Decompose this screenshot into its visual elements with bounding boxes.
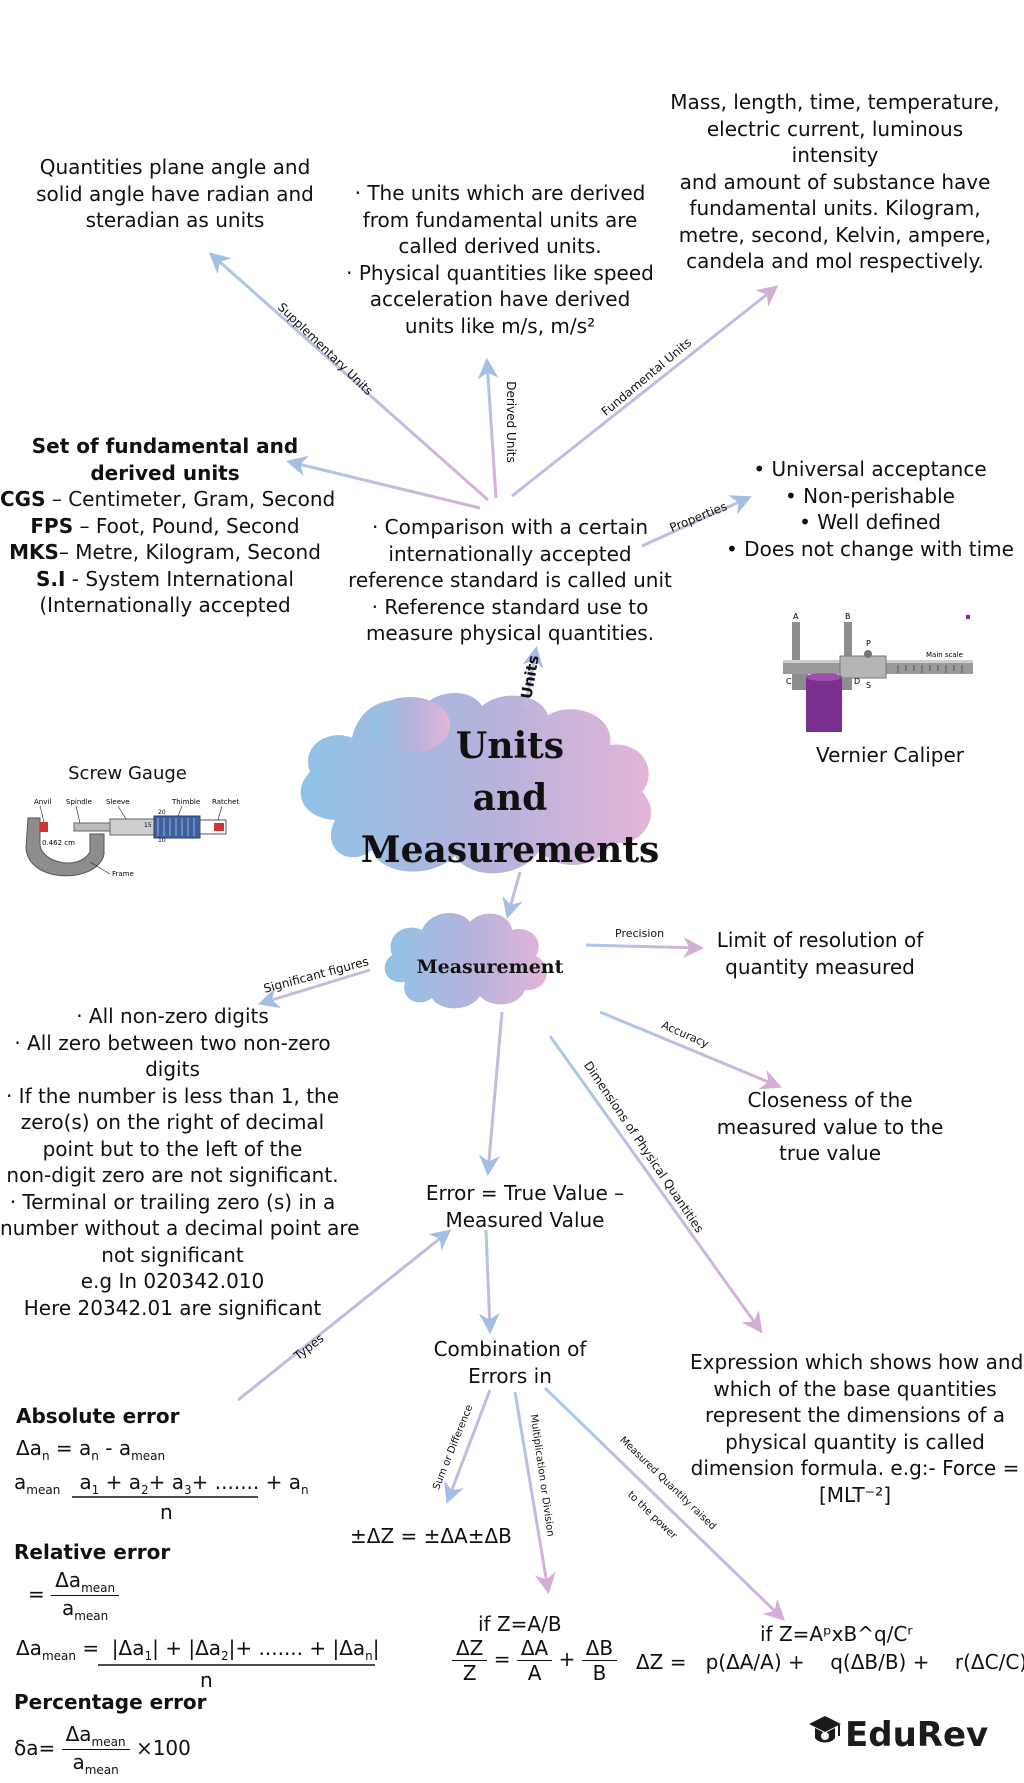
arrow-combination bbox=[478, 1229, 500, 1335]
systems-row-si: S.I - System International bbox=[36, 566, 294, 591]
supplementary-text: Quantities plane angle and solid angle h… bbox=[36, 155, 314, 232]
combination-text: Combination of Errors in bbox=[433, 1337, 587, 1388]
vernier-label-b: B bbox=[845, 612, 851, 621]
label-derived: Derived Units bbox=[503, 381, 518, 463]
central-title-line3: Measurements bbox=[360, 829, 660, 871]
sum-formula: ±ΔZ = ±ΔA±ΔB bbox=[350, 1524, 512, 1548]
vernier-label-c: C bbox=[786, 677, 792, 686]
measurement-cloud bbox=[384, 912, 547, 1009]
screw-mark-10: 10 bbox=[158, 837, 166, 844]
measurement-title: Measurement bbox=[416, 956, 564, 978]
arrow-types bbox=[237, 1229, 452, 1402]
division-title: if Z=A/B bbox=[478, 1612, 562, 1636]
screw-label-spindle: Spindle bbox=[66, 798, 92, 806]
relative-error-title: Relative error bbox=[14, 1540, 171, 1564]
arrow-significant bbox=[257, 968, 371, 1009]
precision-text: Limit of resolution of quantity measured bbox=[716, 928, 924, 979]
arrow-precision bbox=[585, 937, 705, 959]
dimension-text: Expression which shows how and which of … bbox=[690, 1350, 1024, 1507]
central-cloud bbox=[300, 693, 652, 874]
arrow-to-measurement bbox=[502, 871, 523, 920]
systems-last: (Internationally accepted bbox=[39, 593, 291, 617]
screw-mark-15: 15 bbox=[144, 822, 152, 829]
vernier-main-scale: Main scale bbox=[926, 651, 963, 659]
vernier-caliper-image: A B C D P S Main scale bbox=[783, 612, 973, 732]
arrow-units bbox=[522, 645, 544, 709]
central-title-line2: and bbox=[472, 777, 548, 819]
delta-mean-denominator: n bbox=[200, 1668, 213, 1692]
arrow-dimensions bbox=[548, 1035, 763, 1334]
arrow-mult bbox=[513, 1391, 556, 1595]
systems-row-mks: MKS– Metre, Kilogram, Second bbox=[9, 540, 321, 564]
absolute-error-formula: Δan = an - amean bbox=[16, 1436, 166, 1463]
systems-heading-2: derived units bbox=[90, 460, 240, 485]
label-precision: Precision bbox=[615, 927, 665, 940]
edurev-brand: EduRev bbox=[845, 1715, 989, 1755]
systems-heading-1: Set of fundamental and bbox=[31, 434, 299, 458]
edurev-logo-icon bbox=[809, 1716, 841, 1743]
screw-label-ratchet: Ratchet bbox=[212, 798, 239, 806]
fundamental-text: Mass, length, time, temperature, electri… bbox=[670, 90, 1000, 273]
vernier-label-d: D bbox=[854, 677, 860, 686]
central-title-line1: Units bbox=[455, 725, 565, 767]
absolute-error-title: Absolute error bbox=[16, 1404, 180, 1428]
percentage-error-title: Percentage error bbox=[14, 1690, 207, 1714]
arrow-power bbox=[543, 1386, 786, 1621]
vernier-label-p: P bbox=[866, 639, 871, 648]
systems-row-fps: FPS – Foot, Pound, Second bbox=[30, 513, 300, 538]
power-title: if Z=AᵖxB^q/Cʳ bbox=[760, 1622, 913, 1646]
screw-gauge-image: Anvil Spindle Sleeve Thimble Ratchet Fra… bbox=[25, 798, 239, 878]
vernier-label-a: A bbox=[793, 612, 799, 621]
mean-formula: amean a1 + a2+ a3+ ....... + an bbox=[14, 1470, 309, 1497]
screw-gauge-title: Screw Gauge bbox=[68, 763, 187, 784]
central-title: Units and Measurements bbox=[340, 720, 680, 876]
arrow-derived bbox=[477, 357, 499, 499]
power-formula: ΔZ = p(ΔA/A) + q(ΔB/B) + r(ΔC/C) bbox=[636, 1650, 1024, 1674]
arrow-accuracy bbox=[599, 1010, 782, 1090]
units-definition: · Comparison with a certain internationa… bbox=[348, 515, 672, 645]
arrow-fundamental bbox=[511, 285, 779, 498]
systems-block: Set of fundamental and derived units CGS… bbox=[0, 433, 336, 619]
sigfig-text: · All non-zero digits · All zero between… bbox=[0, 1004, 360, 1320]
screw-label-frame: Frame bbox=[112, 870, 134, 878]
screw-label-anvil: Anvil bbox=[34, 798, 51, 806]
mean-denominator: n bbox=[160, 1500, 173, 1524]
screw-mark-20: 20 bbox=[158, 809, 166, 816]
delta-mean-formula: Δamean = |Δa1| + |Δa2|+ ....... + |Δan| bbox=[16, 1636, 380, 1663]
arrow-systems bbox=[285, 455, 481, 510]
arrow-sum bbox=[444, 1389, 492, 1504]
properties-text: • Universal acceptance • Non-perishable … bbox=[726, 457, 1014, 561]
arrow-properties bbox=[641, 495, 752, 548]
systems-row-cgs: CGS – Centimeter, Gram, Second bbox=[0, 487, 336, 511]
error-definition: Error = True Value – Measured Value bbox=[425, 1181, 625, 1232]
arrow-supplementary bbox=[208, 252, 489, 502]
derived-text: · The units which are derived from funda… bbox=[346, 181, 654, 338]
screw-label-thimble: Thimble bbox=[171, 798, 200, 806]
vernier-title: Vernier Caliper bbox=[816, 743, 964, 767]
vernier-label-s: S bbox=[866, 681, 871, 690]
accuracy-text: Closeness of the measured value to the t… bbox=[716, 1088, 944, 1165]
arrow-error bbox=[479, 1011, 504, 1177]
screw-label-sleeve: Sleeve bbox=[106, 798, 129, 806]
screw-reading: 0.462 cm bbox=[42, 839, 75, 847]
